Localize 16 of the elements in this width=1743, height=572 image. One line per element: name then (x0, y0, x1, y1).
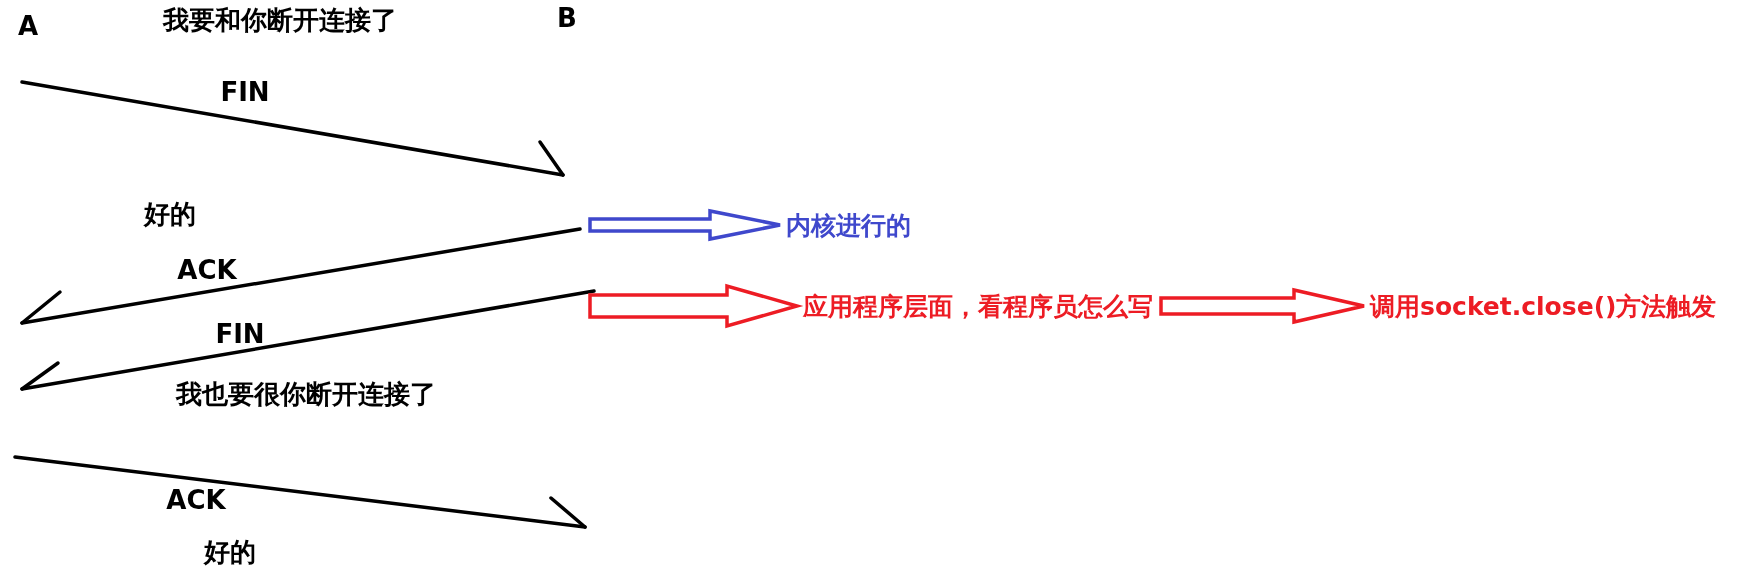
message-label: B (557, 3, 577, 33)
block-arrow (1159, 287, 1366, 325)
message-label: FIN (215, 319, 265, 349)
message-label: ACK (166, 485, 226, 515)
message-label: 我要和你断开连接了 (163, 3, 397, 37)
note-text: 调用socket.close()方法触发 (1370, 289, 1717, 323)
block-arrow (588, 283, 804, 329)
message-label: 好的 (204, 535, 256, 569)
block-arrow (588, 208, 782, 242)
message-label: ACK (177, 255, 237, 285)
message-label: 好的 (144, 197, 196, 231)
message-label: 我也要很你断开连接了 (176, 377, 436, 411)
note-text: 应用程序层面，看程序员怎么写 (803, 289, 1153, 323)
message-label: A (17, 11, 39, 41)
note-text: 内核进行的 (786, 208, 911, 242)
message-label: FIN (220, 77, 270, 107)
